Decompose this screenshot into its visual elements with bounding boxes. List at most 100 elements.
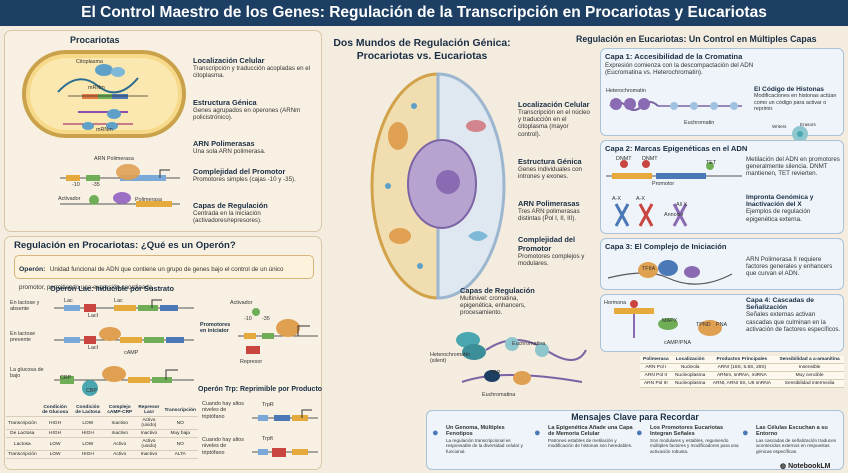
table-cell: LOW — [71, 437, 105, 451]
table-cell: HIGH — [71, 450, 105, 459]
euk-loc-desc: Transcripción en el núcleo y traducción … — [518, 109, 590, 138]
table-cell: Inactivo — [104, 416, 136, 430]
euchromatina-label-1: Euchromatina — [512, 341, 546, 347]
table-cell: Transcripción — [6, 416, 39, 430]
bacterium-illustration — [22, 50, 186, 138]
table-cell: ARNr (18S, 5.8S, 28S) — [708, 363, 776, 372]
lac-row2-label: En lactose prevente — [10, 331, 36, 344]
pol-table-header: Productos Principales — [708, 356, 776, 364]
memory-icon: ● — [534, 427, 541, 439]
table-cell: Activo — [104, 450, 136, 459]
tfiia-label: TFIIA — [642, 266, 656, 272]
table-cell: HIGH — [38, 416, 72, 430]
pna-label: PNA — [716, 322, 728, 328]
euk-comp-desc: Promotores complejos y modulares. — [518, 253, 585, 268]
m10-label-2: -10 — [244, 316, 252, 322]
dna-methylation-diagram — [606, 160, 742, 179]
key1-desc: La regulación transcripcional es respons… — [446, 437, 523, 454]
key3-title: Los Promotores Eucariotas Integran Señal… — [650, 425, 724, 438]
key4-title: Las Células Escuchan a su Entorno — [756, 425, 828, 438]
table-cell: ARNt, ARNr 5S, U6 snRNA — [708, 379, 776, 388]
m10-label: -10 — [72, 182, 80, 188]
dna-icon: ● — [432, 427, 439, 439]
crp-label: CRP — [60, 375, 72, 381]
laci-label-2: LacI — [88, 345, 99, 351]
key4-desc: Las cascadas de señalización traducen ac… — [756, 437, 837, 454]
table-cell: ARNm, snRNA, miRNA — [708, 371, 776, 380]
key-messages-title: Mensajes Clave para Recordar — [571, 412, 699, 422]
key-message-3: ● Los Promotores Eucariotas Integran Señ… — [636, 425, 740, 454]
mapx-label: MAPX — [662, 318, 678, 324]
center-title-1: Dos Mundos de Regulación Génica: — [333, 38, 511, 49]
imprinting-title: Impronta Genómica y Inactivación del X — [746, 194, 814, 209]
layer3-panel — [600, 238, 844, 290]
tpnd-label: TPND — [696, 322, 711, 328]
key2-desc: Patrones estables de metilación y modifi… — [548, 437, 633, 449]
key-message-1: ● Un Genoma, Múltiples Fenotipos La regu… — [432, 425, 532, 454]
repressor-diagram — [238, 308, 318, 354]
signaling-cascade-diagram — [614, 300, 722, 338]
euk-title: Regulación en Eucariotas: Un Control en … — [576, 34, 817, 44]
hormona-label: Hormona — [604, 300, 627, 306]
table-cell: Activo (unido) — [135, 437, 163, 451]
table-cell: Activo — [104, 437, 136, 451]
lac-table-header — [6, 404, 39, 417]
table-cell: Muy baja — [162, 429, 198, 438]
table-cell: Inactivo — [104, 429, 136, 438]
table-cell: LOW — [38, 437, 72, 451]
operon-definition: Operón: Unidad funcional de ADN que cont… — [14, 255, 314, 291]
table-cell: NO — [162, 416, 198, 430]
operon-title: Regulación en Procariotas: ¿Qué es un Op… — [14, 240, 236, 251]
euk-arn-desc: Tres ARN polimerasas distintas (Pol I, I… — [518, 208, 580, 223]
lac-operon-diagrams — [54, 299, 194, 396]
table-cell: Inactivo — [135, 429, 163, 438]
page-title: El Control Maestro de los Genes: Regulac… — [0, 0, 848, 26]
table-cell: Nucleoplasma — [671, 371, 709, 380]
table-cell: Inactivo — [135, 450, 163, 459]
table-cell: Sensibilidad intermedia — [775, 379, 844, 388]
notebook-icon: ◍ — [780, 463, 789, 470]
table-cell: ALTA — [162, 450, 198, 459]
table-cell: Muy cencible — [775, 371, 844, 380]
lac-row3-label: La glucosa de bajo — [10, 367, 44, 380]
lac-row1-label: En lactose y absente — [10, 300, 40, 313]
table-cell: ARN Pol III — [640, 379, 672, 388]
table-cell: HIGH — [38, 429, 72, 438]
mrnm-label-1: mRNm — [88, 85, 105, 91]
trp-diagrams — [252, 409, 318, 457]
table-cell: Activo (unido) — [135, 416, 163, 430]
layer2-desc: Metilación del ADN en promotores general… — [746, 156, 840, 178]
laci-label-1: LacI — [88, 313, 99, 319]
layer2-title: Capa 2: Marcas Epigenéticas en el ADN — [605, 144, 748, 153]
prok-pol-desc: Una sola ARN polimerasa. — [193, 148, 266, 155]
tbp-label: TBP — [490, 370, 501, 376]
layer4-desc: Señales externas activan cascadas que cu… — [746, 311, 841, 333]
prok-cap-desc: Centrada en la iniciación (activadores/r… — [193, 210, 262, 225]
table-cell: De Lactosa — [6, 429, 39, 438]
euk-loc-title: Localización Celular — [518, 100, 590, 109]
table-cell: LOW — [38, 450, 72, 459]
operon-def-title: Operón: — [19, 266, 46, 273]
trp-row2: Cuando hay altos niveles de triptófano — [202, 437, 244, 456]
initiation-complex-diagram — [608, 260, 732, 285]
key2-title: La Epigenética Añade una Capa de Memoria… — [548, 425, 633, 438]
pol-table-header: Sensibilidad a a-amanitina — [775, 356, 844, 364]
prok-pol-title: ARN Polimerasas — [193, 139, 255, 148]
tet-label: TET — [706, 160, 717, 166]
key-message-2: ● La Epigenética Añade una Capa de Memor… — [534, 425, 634, 449]
trp-row1: Cuando hay altos niveles de triptófano — [202, 401, 244, 420]
cell-icon: ● — [742, 427, 749, 439]
axa-label: A-X — [612, 196, 621, 202]
pol-table-header: Polimerasa — [640, 356, 672, 364]
prok-loc-desc: Transcripción y traducción acopladas en … — [193, 65, 311, 80]
histone-code-desc: Modificaciones en histonas actúan como u… — [754, 93, 837, 113]
heterochromatin-label: Heterochromatin — [606, 88, 646, 94]
